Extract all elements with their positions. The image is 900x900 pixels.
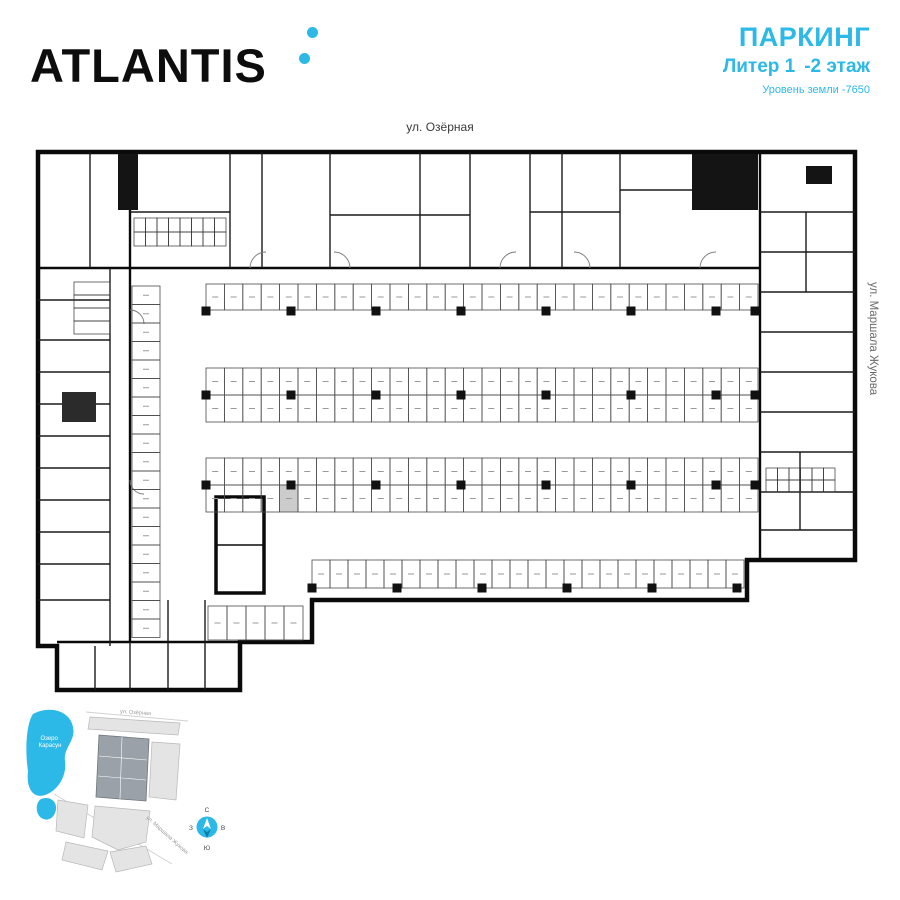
compass-s: Ю xyxy=(204,845,211,852)
main-inner-walls xyxy=(38,152,762,644)
storage-cell xyxy=(214,231,227,247)
storage-cell xyxy=(73,320,111,335)
street-label-right: ул. Маршала Жукова xyxy=(867,282,879,396)
structural-column xyxy=(456,306,466,316)
ground-level-note: Уровень земли -7650 xyxy=(762,84,870,96)
lake-small xyxy=(36,797,57,820)
structural-column xyxy=(371,390,381,400)
service-shafts xyxy=(62,154,832,422)
structural-column xyxy=(711,306,721,316)
structural-column xyxy=(626,480,636,490)
logo-dot-icon xyxy=(299,53,310,64)
logo-dot-icon xyxy=(307,27,318,38)
structural-column xyxy=(371,306,381,316)
elevator-core xyxy=(214,495,266,595)
parking-stall xyxy=(739,283,759,311)
minimap-street-top-label: ул. Озёрная xyxy=(120,709,151,717)
floor-label: -2 этаж xyxy=(804,56,870,77)
structural-column xyxy=(541,480,551,490)
structural-column xyxy=(750,480,760,490)
structural-column xyxy=(201,480,211,490)
structural-column xyxy=(456,480,466,490)
structural-column xyxy=(201,390,211,400)
floor-subtitle: Литер 1 -2 этаж xyxy=(723,56,870,78)
floor-plan: ул. Озёрная ул. Маршала Жукова xyxy=(35,120,879,693)
structural-column xyxy=(562,583,572,593)
compass: С Ю З В xyxy=(189,807,225,852)
lake-label: Озеро Карасун xyxy=(39,736,62,749)
liter-label: Литер 1 xyxy=(722,56,796,77)
structural-column xyxy=(626,390,636,400)
minimap-buildings xyxy=(55,716,181,873)
minimap-main-building-grid xyxy=(97,736,148,800)
compass-e: В xyxy=(221,825,225,832)
outer-wall xyxy=(35,149,858,693)
minimap-street-side-label: ул. Маршала Жукова xyxy=(145,815,190,856)
structural-column xyxy=(286,306,296,316)
site-minimap: Озеро Карасун ул. Озёрная ул. Маршала Жу… xyxy=(26,709,225,873)
minimap-main-building xyxy=(95,734,150,802)
compass-needle-south-icon xyxy=(203,829,211,838)
structural-column xyxy=(750,390,760,400)
compass-w: З xyxy=(189,825,193,832)
logo-atlantis: ATLANTIS xyxy=(30,39,267,92)
structural-column xyxy=(750,306,760,316)
page-title: ПАРКИНГ xyxy=(738,22,870,52)
structural-column xyxy=(456,390,466,400)
street-label-top: ул. Озёрная xyxy=(406,120,473,134)
compass-circle-icon xyxy=(196,816,218,838)
structural-column xyxy=(286,390,296,400)
structural-column xyxy=(732,583,742,593)
header-info: ПАРКИНГ Литер 1 -2 этаж Уровень земли -76… xyxy=(723,22,870,96)
structural-column xyxy=(541,390,551,400)
structural-column xyxy=(711,480,721,490)
compass-needle-north-icon xyxy=(203,818,211,829)
partition-walls xyxy=(38,152,855,690)
structural-column xyxy=(711,390,721,400)
parking-stall xyxy=(131,618,161,638)
structural-column xyxy=(371,480,381,490)
storage-cell xyxy=(823,479,836,493)
parking-stalls xyxy=(131,283,759,641)
structural-column xyxy=(201,306,211,316)
structural-column xyxy=(392,583,402,593)
structural-column xyxy=(477,583,487,593)
parking-stall xyxy=(283,605,304,641)
lake xyxy=(26,709,74,796)
parking-stall xyxy=(739,394,759,423)
compass-n: С xyxy=(205,807,210,814)
structural-column xyxy=(286,480,296,490)
parking-stall xyxy=(739,484,759,513)
storage-lockers xyxy=(73,217,836,493)
structural-columns xyxy=(201,306,760,593)
structural-column xyxy=(626,306,636,316)
structural-column xyxy=(541,306,551,316)
structural-column xyxy=(647,583,657,593)
structural-column xyxy=(307,583,317,593)
